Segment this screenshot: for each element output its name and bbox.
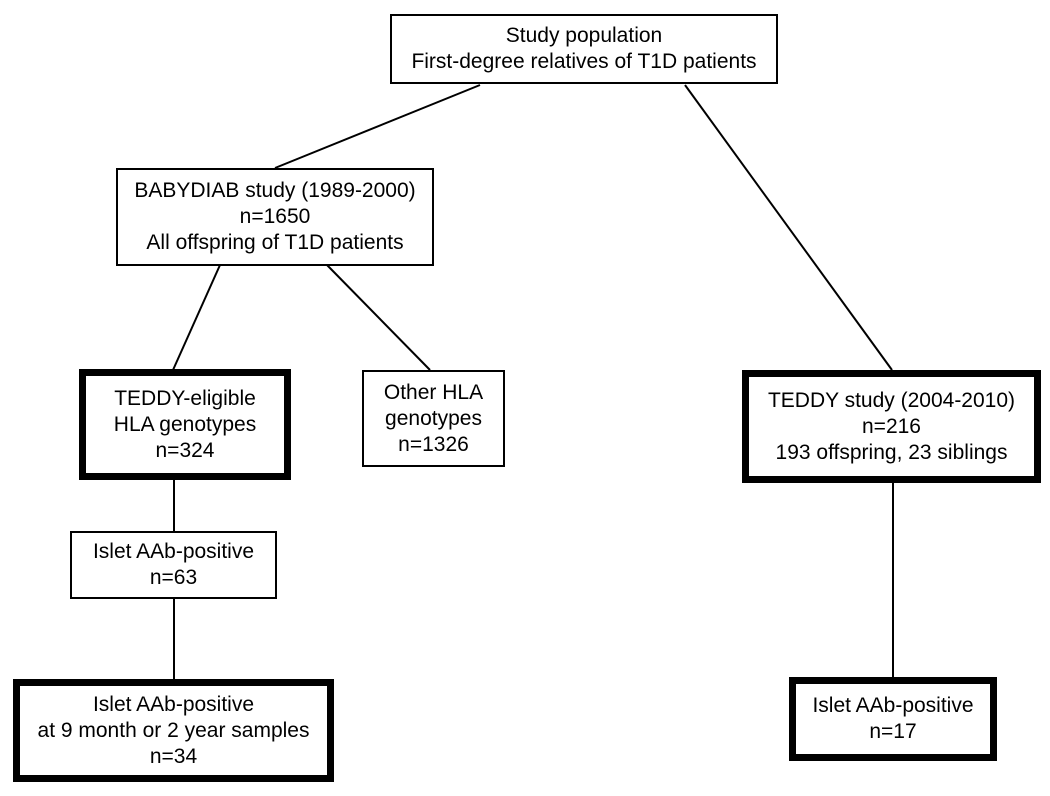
node-line: n=216 xyxy=(862,414,921,438)
edge-population-to-babydiab xyxy=(274,84,481,169)
node-line: at 9 month or 2 year samples xyxy=(37,718,310,742)
node-line: Islet AAb-positive xyxy=(92,692,255,716)
node-line: n=34 xyxy=(149,744,198,768)
node-line: Islet AAb-positive xyxy=(92,540,255,563)
node-line: BABYDIAB study (1989-2000) xyxy=(134,179,416,202)
node-line: HLA genotypes xyxy=(113,412,257,436)
node-line: n=1650 xyxy=(239,205,311,228)
node-islet-aab-34: Islet AAb-positive at 9 month or 2 year … xyxy=(13,679,334,782)
node-line: n=17 xyxy=(869,720,917,743)
node-line: Islet AAb-positive xyxy=(812,694,974,717)
node-line: n=324 xyxy=(155,438,215,462)
node-line: All offspring of T1D patients xyxy=(146,231,404,254)
node-teddy-study: TEDDY study (2004-2010) n=216 193 offspr… xyxy=(742,370,1041,483)
edge-population-to-teddy-study xyxy=(684,84,893,371)
node-line: 193 offspring, 23 siblings xyxy=(775,440,1008,464)
node-study-population: Study population First-degree relatives … xyxy=(390,14,778,84)
node-other-hla: Other HLA genotypes n=1326 xyxy=(362,370,505,467)
node-line: Study population xyxy=(505,24,663,47)
edge-babydiab-to-other-hla xyxy=(326,264,431,371)
node-line: genotypes xyxy=(385,406,482,430)
edge-babydiab-to-teddy-eligible xyxy=(172,264,221,371)
node-line: n=63 xyxy=(149,566,198,589)
node-line: First-degree relatives of T1D patients xyxy=(411,50,757,73)
node-line: n=1326 xyxy=(398,432,469,456)
node-line: TEDDY study (2004-2010) xyxy=(767,388,1016,412)
node-line: TEDDY-eligible xyxy=(114,386,256,410)
node-islet-aab-63: Islet AAb-positive n=63 xyxy=(70,531,277,599)
node-line: Other HLA xyxy=(383,380,484,404)
node-islet-aab-17: Islet AAb-positive n=17 xyxy=(789,677,997,761)
node-babydiab-study: BABYDIAB study (1989-2000) n=1650 All of… xyxy=(116,168,434,266)
node-teddy-eligible-hla: TEDDY-eligible HLA genotypes n=324 xyxy=(79,369,291,480)
